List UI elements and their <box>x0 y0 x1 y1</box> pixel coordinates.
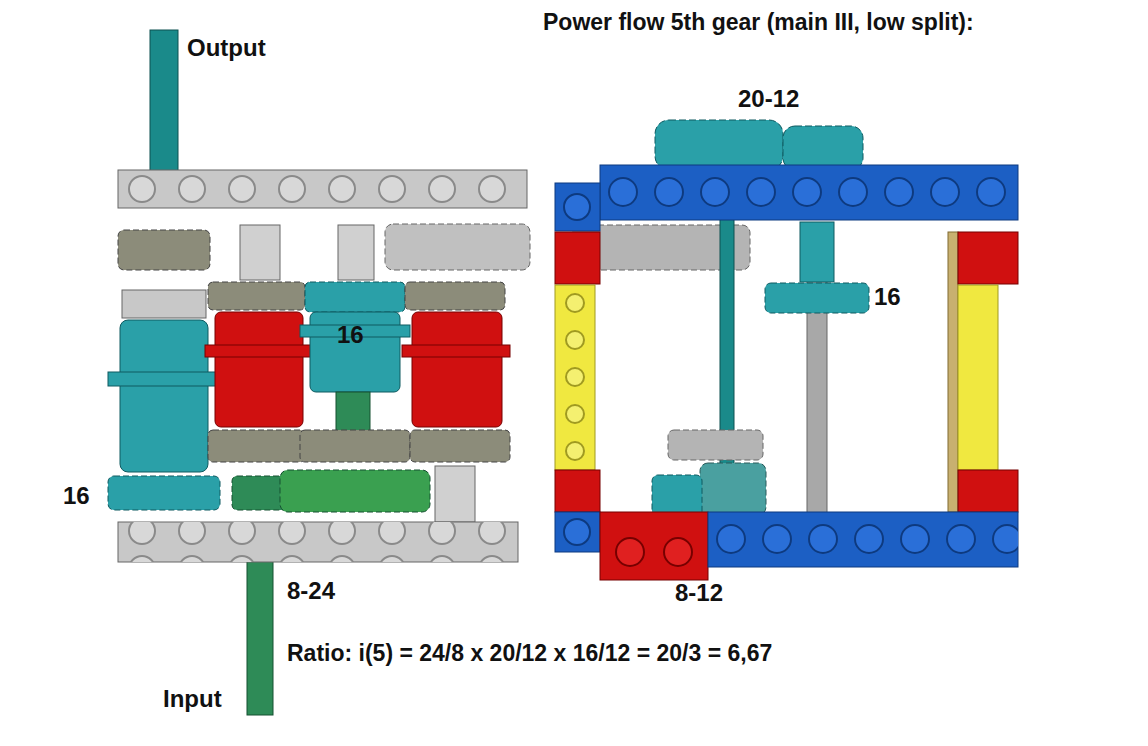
frame-part <box>555 285 595 470</box>
bushing <box>122 290 206 318</box>
callout-label: 16 <box>63 483 90 509</box>
axle-part <box>240 225 280 280</box>
beam-studs <box>600 165 1018 220</box>
bushing <box>800 222 834 282</box>
callout-label: Input <box>163 686 222 712</box>
beam <box>118 170 527 208</box>
clutch-body <box>310 312 400 392</box>
axle-part <box>435 466 475 522</box>
beam-studs <box>118 522 518 562</box>
beam <box>708 512 1018 567</box>
callout-label: 16 <box>337 322 364 348</box>
gear <box>652 475 702 517</box>
frame-holes <box>555 285 595 470</box>
gear <box>700 463 766 515</box>
output-axle <box>150 30 178 172</box>
callout-label: 16 <box>874 284 901 310</box>
axle-part <box>336 392 370 432</box>
frame-part <box>958 232 1018 284</box>
gear <box>405 282 505 310</box>
callout-label: Output <box>187 35 266 61</box>
gear <box>765 283 869 313</box>
frame-part <box>600 512 708 580</box>
frame-part <box>555 183 600 231</box>
gear <box>783 126 863 170</box>
gear <box>108 476 220 510</box>
frame-part <box>958 285 998 470</box>
gear <box>208 282 305 310</box>
clutch-body <box>215 312 303 427</box>
frame-part <box>555 232 600 284</box>
frame-part <box>555 470 600 512</box>
stud <box>564 194 590 220</box>
beam-studs <box>708 512 1018 567</box>
clutch-disc <box>205 345 311 357</box>
frame-part <box>555 512 600 552</box>
gear <box>668 430 763 460</box>
clutch-disc <box>402 345 510 357</box>
gear <box>208 430 305 462</box>
gear <box>655 120 783 170</box>
diagram-title: Power flow 5th gear (main III, low split… <box>543 10 974 35</box>
stud <box>564 519 590 545</box>
callout-label: 8-24 <box>287 578 335 604</box>
beam <box>118 522 518 562</box>
gear <box>305 282 405 312</box>
beam <box>600 165 1018 220</box>
axle-part <box>338 225 374 280</box>
clutch-body <box>120 320 208 472</box>
beam-studs <box>118 170 527 208</box>
stud <box>664 538 692 566</box>
gear <box>118 230 210 270</box>
stud <box>616 538 644 566</box>
frame-part <box>948 232 958 512</box>
gear <box>280 470 430 512</box>
callout-label: 20-12 <box>738 86 799 112</box>
clutch-body <box>412 312 502 427</box>
gear <box>410 430 510 462</box>
input-axle <box>247 560 273 715</box>
callout-label: 8-12 <box>675 580 723 606</box>
ratio-caption: Ratio: i(5) = 24/8 x 20/12 x 16/12 = 20/… <box>287 641 772 666</box>
gear <box>385 224 530 270</box>
clutch-disc <box>108 372 216 386</box>
gear <box>300 430 410 462</box>
frame-part <box>958 470 1018 512</box>
